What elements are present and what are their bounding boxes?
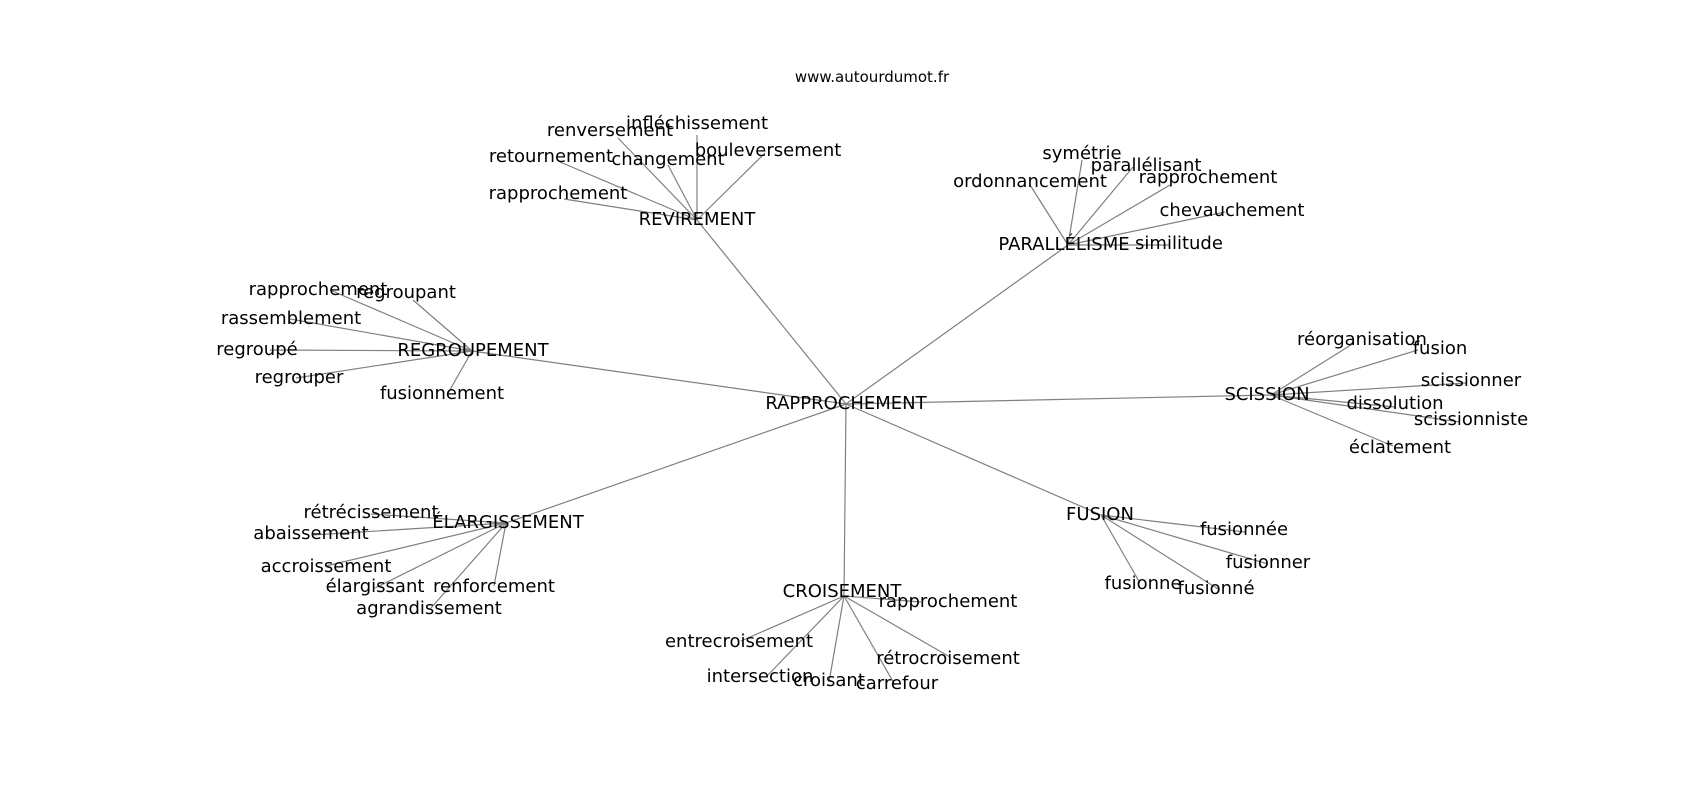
edge-center-scission — [845, 394, 1272, 405]
edge-revirement-word — [667, 164, 698, 221]
hub-node-parallelisme[interactable]: PARALLÉLISME — [998, 233, 1129, 255]
word-node-regroupement[interactable]: regroupant — [356, 282, 456, 303]
word-node-croisement[interactable]: entrecroisement — [665, 631, 813, 652]
edge-elargissement-word — [370, 513, 507, 524]
word-node-croisement[interactable]: carrefour — [856, 673, 939, 694]
hub-node-scission[interactable]: SCISSION — [1224, 384, 1309, 405]
word-node-regroupement[interactable]: fusionnement — [380, 383, 504, 404]
word-node-parallelisme[interactable]: chevauchement — [1160, 200, 1305, 221]
edge-revirement-word — [617, 137, 698, 221]
word-node-croisement[interactable]: rétrocroisement — [876, 648, 1020, 669]
word-node-revirement[interactable]: rapprochement — [489, 183, 628, 204]
edge-elargissement-word — [493, 522, 507, 587]
word-node-parallelisme[interactable]: parallélisant — [1091, 155, 1202, 176]
edge-center-revirement — [696, 219, 847, 405]
word-node-parallelisme[interactable]: rapprochement — [1139, 167, 1278, 188]
edge-center-regroupement — [471, 350, 847, 405]
hub-node-croisement[interactable]: CROISEMENT — [783, 581, 903, 602]
word-node-regroupement[interactable]: rassemblement — [221, 308, 361, 329]
edge-scission-word — [1270, 342, 1355, 396]
word-node-revirement[interactable]: retournement — [489, 146, 613, 167]
word-node-fusion[interactable]: fusionner — [1226, 552, 1311, 573]
word-node-fusion[interactable]: fusionne — [1104, 573, 1181, 594]
edge-regroupement-word — [269, 349, 473, 352]
edge-revirement-word — [559, 161, 698, 221]
edge-center-parallelisme — [845, 244, 1069, 405]
site-url: www.autourdumot.fr — [795, 68, 950, 86]
word-node-parallelisme[interactable]: symétrie — [1042, 143, 1121, 164]
word-node-scission[interactable]: éclatement — [1349, 437, 1451, 458]
word-node-fusion[interactable]: fusionnée — [1200, 519, 1288, 540]
word-node-revirement[interactable]: changement — [611, 149, 724, 170]
word-node-elargissement[interactable]: accroissement — [261, 556, 392, 577]
word-node-scission[interactable]: scissionniste — [1414, 409, 1528, 430]
edge-scission-word — [1270, 394, 1461, 423]
word-node-elargissement[interactable]: élargissant — [326, 576, 425, 597]
word-node-scission[interactable]: fusion — [1413, 338, 1468, 359]
center-node[interactable]: RAPPROCHEMENT — [765, 393, 927, 414]
edge-regroupement-word — [289, 318, 473, 352]
word-node-scission[interactable]: réorganisation — [1297, 329, 1427, 350]
word-node-revirement[interactable]: infléchissement — [626, 113, 768, 134]
word-node-scission[interactable]: scissionner — [1421, 370, 1522, 391]
edge-croisement-word — [828, 595, 845, 683]
edge-elargissement-word — [311, 522, 507, 536]
word-node-croisement[interactable]: croisant — [793, 670, 865, 691]
hub-node-fusion[interactable]: FUSION — [1066, 504, 1134, 525]
word-node-regroupement[interactable]: rapprochement — [249, 279, 388, 300]
word-node-croisement[interactable]: intersection — [707, 666, 814, 687]
edge-revirement-word — [563, 198, 698, 221]
edge-elargissement-word — [374, 522, 507, 589]
hub-node-regroupement[interactable]: REGROUPEMENT — [397, 340, 549, 361]
edge-regroupement-word — [295, 350, 473, 379]
edge-regroupement-word — [329, 289, 473, 352]
word-node-revirement[interactable]: bouleversement — [695, 140, 842, 161]
edge-scission-word — [1270, 349, 1419, 396]
edge-scission-word — [1270, 394, 1394, 447]
word-node-regroupement[interactable]: regrouper — [255, 367, 344, 388]
edge-croisement-word — [843, 595, 896, 686]
word-node-elargissement[interactable]: rétrécissement — [303, 502, 438, 523]
edge-parallelisme-word — [1029, 184, 1069, 246]
graph-edges — [269, 135, 1467, 686]
edge-fusion-word — [1100, 514, 1141, 584]
edge-fusion-word — [1100, 514, 1219, 590]
word-node-croisement[interactable]: rapprochement — [879, 591, 1018, 612]
edge-croisement-word — [766, 595, 845, 677]
edge-center-fusion — [845, 403, 1102, 516]
edge-parallelisme-word — [1067, 211, 1226, 246]
edge-croisement-word — [843, 595, 951, 658]
edge-fusion-word — [1100, 514, 1269, 565]
hub-node-elargissement[interactable]: ÉLARGISSEMENT — [432, 511, 584, 533]
edge-scission-word — [1270, 382, 1467, 396]
edge-center-croisement — [843, 403, 847, 597]
word-node-elargissement[interactable]: abaissement — [253, 523, 368, 544]
word-node-scission[interactable]: dissolution — [1346, 393, 1443, 414]
word-node-elargissement[interactable]: agrandissement — [356, 598, 502, 619]
edge-regroupement-word — [412, 299, 473, 352]
edge-croisement-word — [843, 595, 922, 603]
word-node-parallelisme[interactable]: similitude — [1135, 233, 1223, 254]
edge-elargissement-word — [325, 522, 507, 567]
edge-scission-word — [1270, 394, 1396, 408]
edge-elargissement-word — [430, 522, 507, 609]
edge-parallelisme-word — [1067, 184, 1171, 246]
edge-revirement-word — [696, 152, 766, 221]
edge-croisement-word — [740, 595, 845, 642]
word-node-regroupement[interactable]: regroupé — [216, 339, 297, 360]
word-node-revirement[interactable]: renversement — [547, 120, 673, 141]
word-node-fusion[interactable]: fusionné — [1177, 578, 1254, 599]
word-node-elargissement[interactable]: renforcement — [433, 576, 555, 597]
word-node-parallelisme[interactable]: ordonnancement — [953, 171, 1107, 192]
edge-regroupement-word — [446, 350, 473, 396]
edge-parallelisme-word — [1067, 166, 1134, 246]
edge-fusion-word — [1100, 514, 1246, 533]
edge-center-elargissement — [505, 403, 847, 524]
hub-node-revirement[interactable]: REVIREMENT — [639, 209, 757, 230]
edge-parallelisme-word — [1067, 159, 1083, 246]
